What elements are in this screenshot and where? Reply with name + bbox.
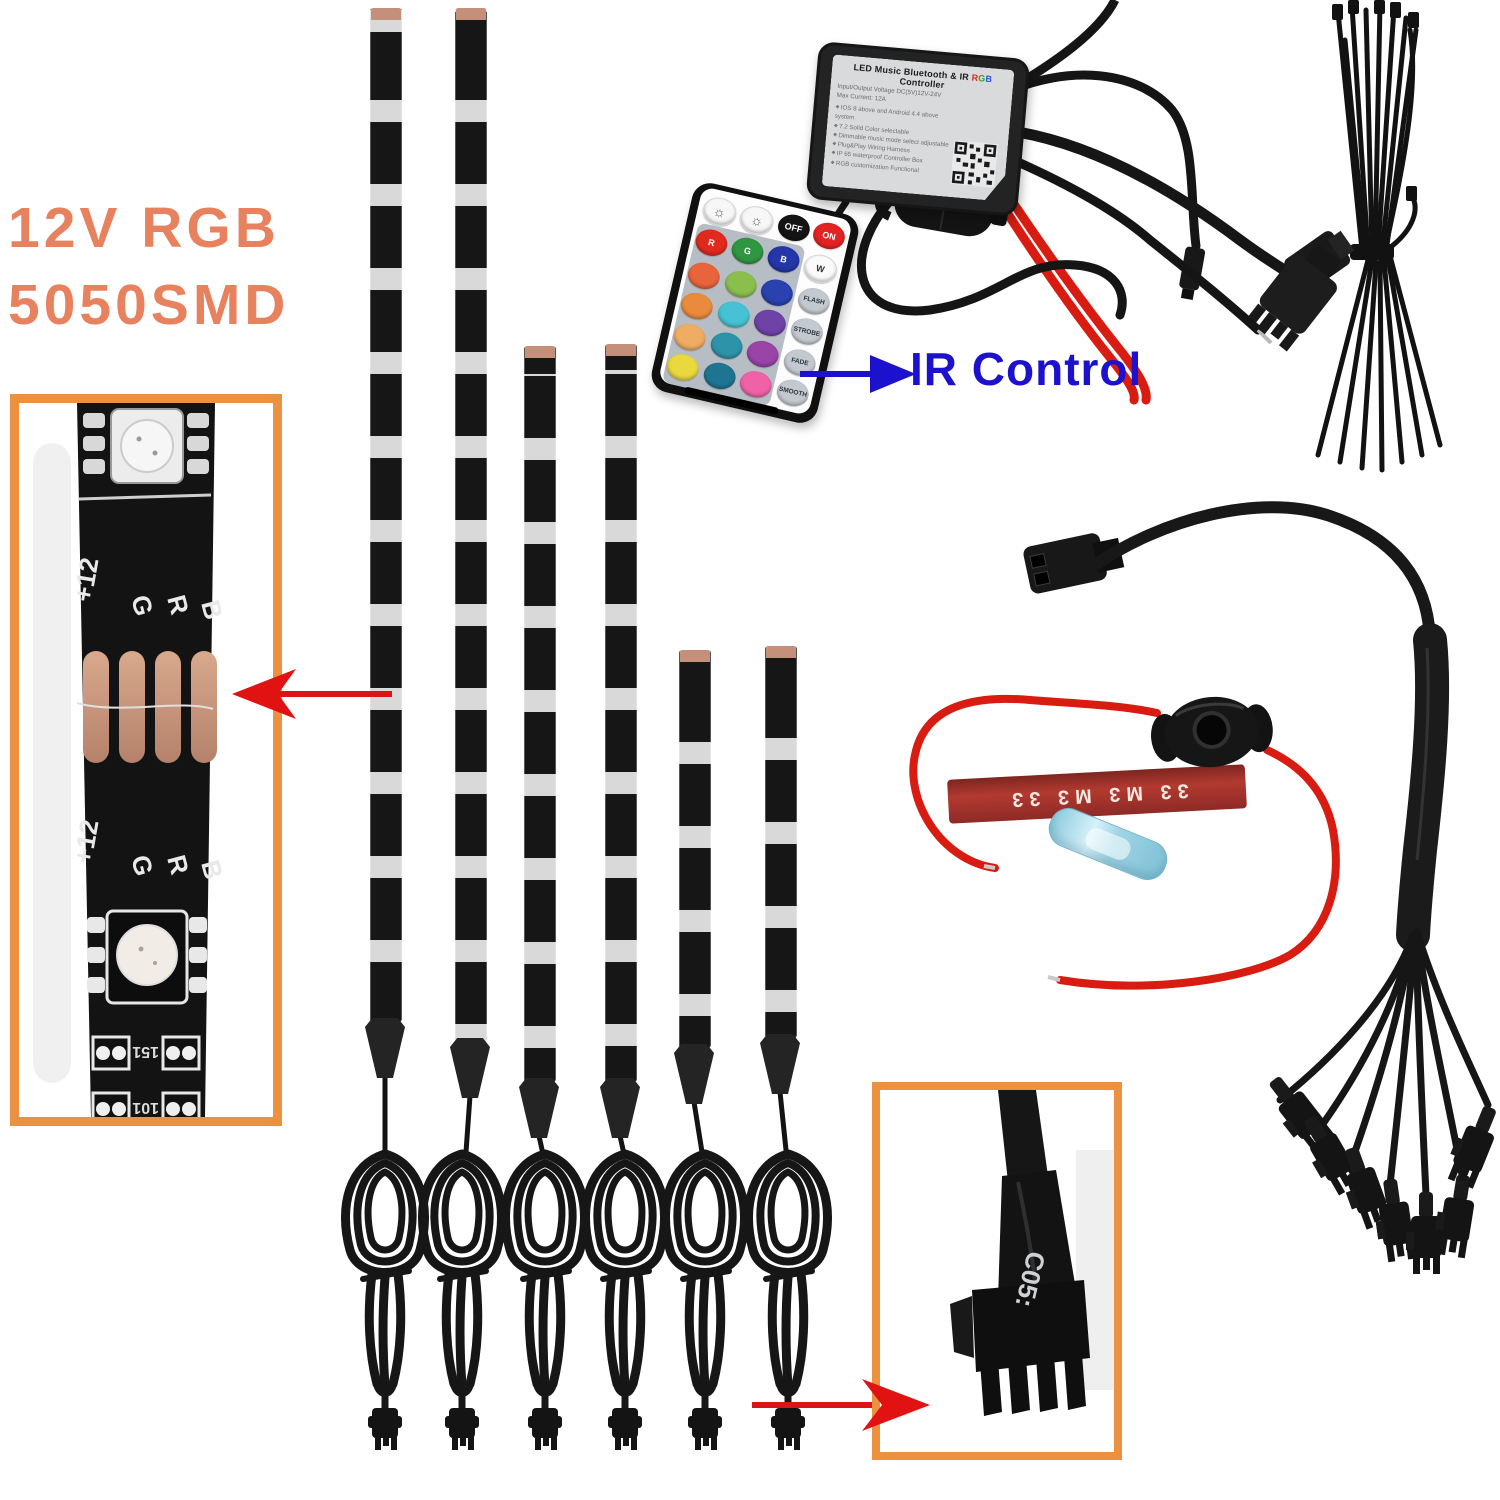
controller-title-b: B <box>985 73 993 85</box>
kit-title-line2: 5050SMD <box>8 272 290 337</box>
dimmer-knob <box>1192 711 1231 750</box>
smooth-button: SMOOTH <box>774 376 812 410</box>
splitter-branches <box>1276 928 1492 1199</box>
color-button <box>722 267 760 301</box>
remote-face: ☼ ☼ OFF ON R G B W FL <box>657 186 853 416</box>
connector-body <box>972 1280 1090 1372</box>
color-button <box>678 289 716 323</box>
color-button <box>685 259 723 292</box>
red-power-wire-1 <box>980 155 1151 405</box>
strip-lead-wires <box>382 1073 789 1157</box>
blue-button: B <box>764 243 802 276</box>
connector-sleeve <box>998 1170 1076 1300</box>
shadow <box>33 443 71 1083</box>
splitter-cable-curve <box>1089 501 1436 646</box>
coiled-extension-cables <box>345 1154 827 1450</box>
color-button <box>744 337 782 370</box>
resistor-pair-1: 151 <box>91 1035 201 1071</box>
svg-text:101: 101 <box>132 1099 159 1116</box>
brightness-up-button: ☼ <box>699 194 740 230</box>
sleeve-highlight <box>1016 1181 1038 1289</box>
color-button <box>758 276 796 309</box>
ir-control-label: IR Control <box>910 343 1143 395</box>
wire-tip-right <box>1047 975 1061 982</box>
color-button <box>751 306 789 340</box>
led-strip-5 <box>679 650 711 1048</box>
connector-prongs <box>980 1354 1086 1416</box>
harness-plug-cable <box>995 70 1201 251</box>
remote-button-grid: ☼ ☼ OFF ON R G B W FL <box>664 194 848 410</box>
wire-tip-left <box>983 864 996 870</box>
power-wire-with-switch <box>909 694 1340 990</box>
kit-title: 12V RGB 5050SMD <box>8 190 289 344</box>
kit-title-line1: 12V RGB <box>8 196 280 260</box>
output-cable <box>999 124 1306 286</box>
led-strip-1 <box>370 8 402 1022</box>
connector-closeup-box: C05: <box>872 1082 1122 1460</box>
red-button: R <box>692 226 730 260</box>
flash-button: FLASH <box>795 284 833 318</box>
controller-features: IOS 8 above and Android 4.4 above system… <box>830 103 953 178</box>
fade-button: FADE <box>781 345 819 379</box>
green-button: G <box>728 235 766 268</box>
led-strip-3 <box>524 346 556 1082</box>
svg-text:151: 151 <box>132 1043 159 1060</box>
resistor-pair-2: 101 <box>91 1091 201 1117</box>
off-button: OFF <box>775 211 813 245</box>
splitter-shrink-tube <box>1396 623 1450 952</box>
led-strip-2 <box>455 8 487 1042</box>
led-chip-5050 <box>87 909 207 1005</box>
white-button: W <box>800 251 840 287</box>
brightness-down-button: ☼ <box>737 202 777 238</box>
color-button <box>707 328 745 362</box>
inline-dimmer-switch <box>1146 682 1279 786</box>
strip-closeup-art: +12 G R B +12 G R B <box>33 403 229 1117</box>
splitter-cable <box>1023 501 1500 1274</box>
qr-code <box>950 140 998 188</box>
tube-highlight <box>1415 647 1430 861</box>
color-button <box>671 320 709 354</box>
solder-pads <box>76 651 217 763</box>
stripped-wire-tip <box>1256 328 1273 345</box>
strip-seam <box>78 493 212 501</box>
connector-latch <box>950 1296 974 1358</box>
black-loop-wire <box>856 185 1127 320</box>
on-button: ON <box>810 219 848 253</box>
connector-wire <box>998 1090 1048 1182</box>
strip-closeup-box: +12 G R B +12 G R B <box>10 394 282 1126</box>
controller-box: LED Music Bluetooth & IR RGB Controller … <box>805 41 1031 217</box>
strobe-button: STROBE <box>788 315 826 348</box>
zip-tie-heads <box>1332 0 1419 260</box>
led-strip-4 <box>605 344 637 1082</box>
connector-closeup-art: C05: <box>950 1090 1114 1416</box>
dimmer-switch-art <box>1151 696 1273 768</box>
black-lead-wire <box>985 145 1263 335</box>
controller-label: LED Music Bluetooth & IR RGB Controller … <box>822 54 1015 201</box>
color-button <box>714 298 753 331</box>
led-chip-top <box>83 408 209 484</box>
led-strip-6 <box>765 646 797 1038</box>
four-pin-connector <box>1248 243 1342 352</box>
